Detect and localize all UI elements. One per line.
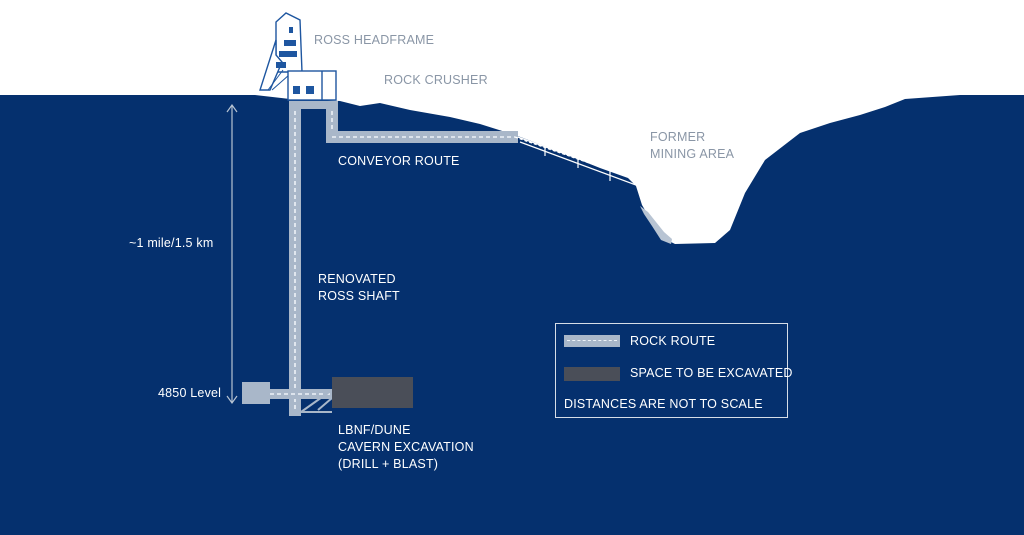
crusher-building <box>287 70 337 101</box>
conveyor-label: CONVEYOR ROUTE <box>338 154 460 168</box>
legend-space-label: SPACE TO BE EXCAVATED <box>630 366 793 380</box>
legend-rock-route-label: ROCK ROUTE <box>630 334 716 348</box>
conveyor-dashed-extension <box>514 136 639 181</box>
legend: ROCK ROUTE SPACE TO BE EXCAVATED DISTANC… <box>555 323 792 418</box>
level-station <box>242 382 270 404</box>
cavern-excavation <box>332 377 413 408</box>
legend-note: DISTANCES ARE NOT TO SCALE <box>564 397 763 411</box>
shaft-line2: ROSS SHAFT <box>318 289 400 303</box>
shaft-label: RENOVATED ROSS SHAFT <box>318 271 400 305</box>
headframe-label: ROSS HEADFRAME <box>314 33 435 47</box>
headframe-windows <box>276 27 297 68</box>
cavern-label: LBNF/DUNE CAVERN EXCAVATION (DRILL + BLA… <box>338 422 474 473</box>
legend-rock-route-swatch <box>564 335 620 347</box>
cavern-line2: CAVERN EXCAVATION <box>338 440 474 454</box>
conveyor-arrow-head <box>631 175 642 188</box>
ground <box>0 95 1024 535</box>
crusher-windows <box>293 86 314 94</box>
shaft-line1: RENOVATED <box>318 272 396 286</box>
former-mining-line2: MINING AREA <box>650 147 735 161</box>
crusher-label: ROCK CRUSHER <box>384 73 488 87</box>
distance-arrow <box>226 103 238 405</box>
pit-rock-pile <box>640 206 672 244</box>
former-mining-label: FORMER MINING AREA <box>650 129 734 163</box>
distance-label: ~1 mile/1.5 km <box>129 236 214 250</box>
level-label: 4850 Level <box>158 386 222 400</box>
shaft-crusher-link <box>289 101 338 109</box>
cavern-line3: (DRILL + BLAST) <box>338 457 439 471</box>
legend-space-swatch <box>564 367 620 381</box>
conveyor-route-bar <box>326 131 518 143</box>
conveyor-trestle <box>514 135 639 186</box>
former-mining-line1: FORMER <box>650 130 706 144</box>
cavern-struts <box>300 389 333 413</box>
cavern-line1: LBNF/DUNE <box>338 423 411 437</box>
headframe-struts <box>267 69 290 91</box>
